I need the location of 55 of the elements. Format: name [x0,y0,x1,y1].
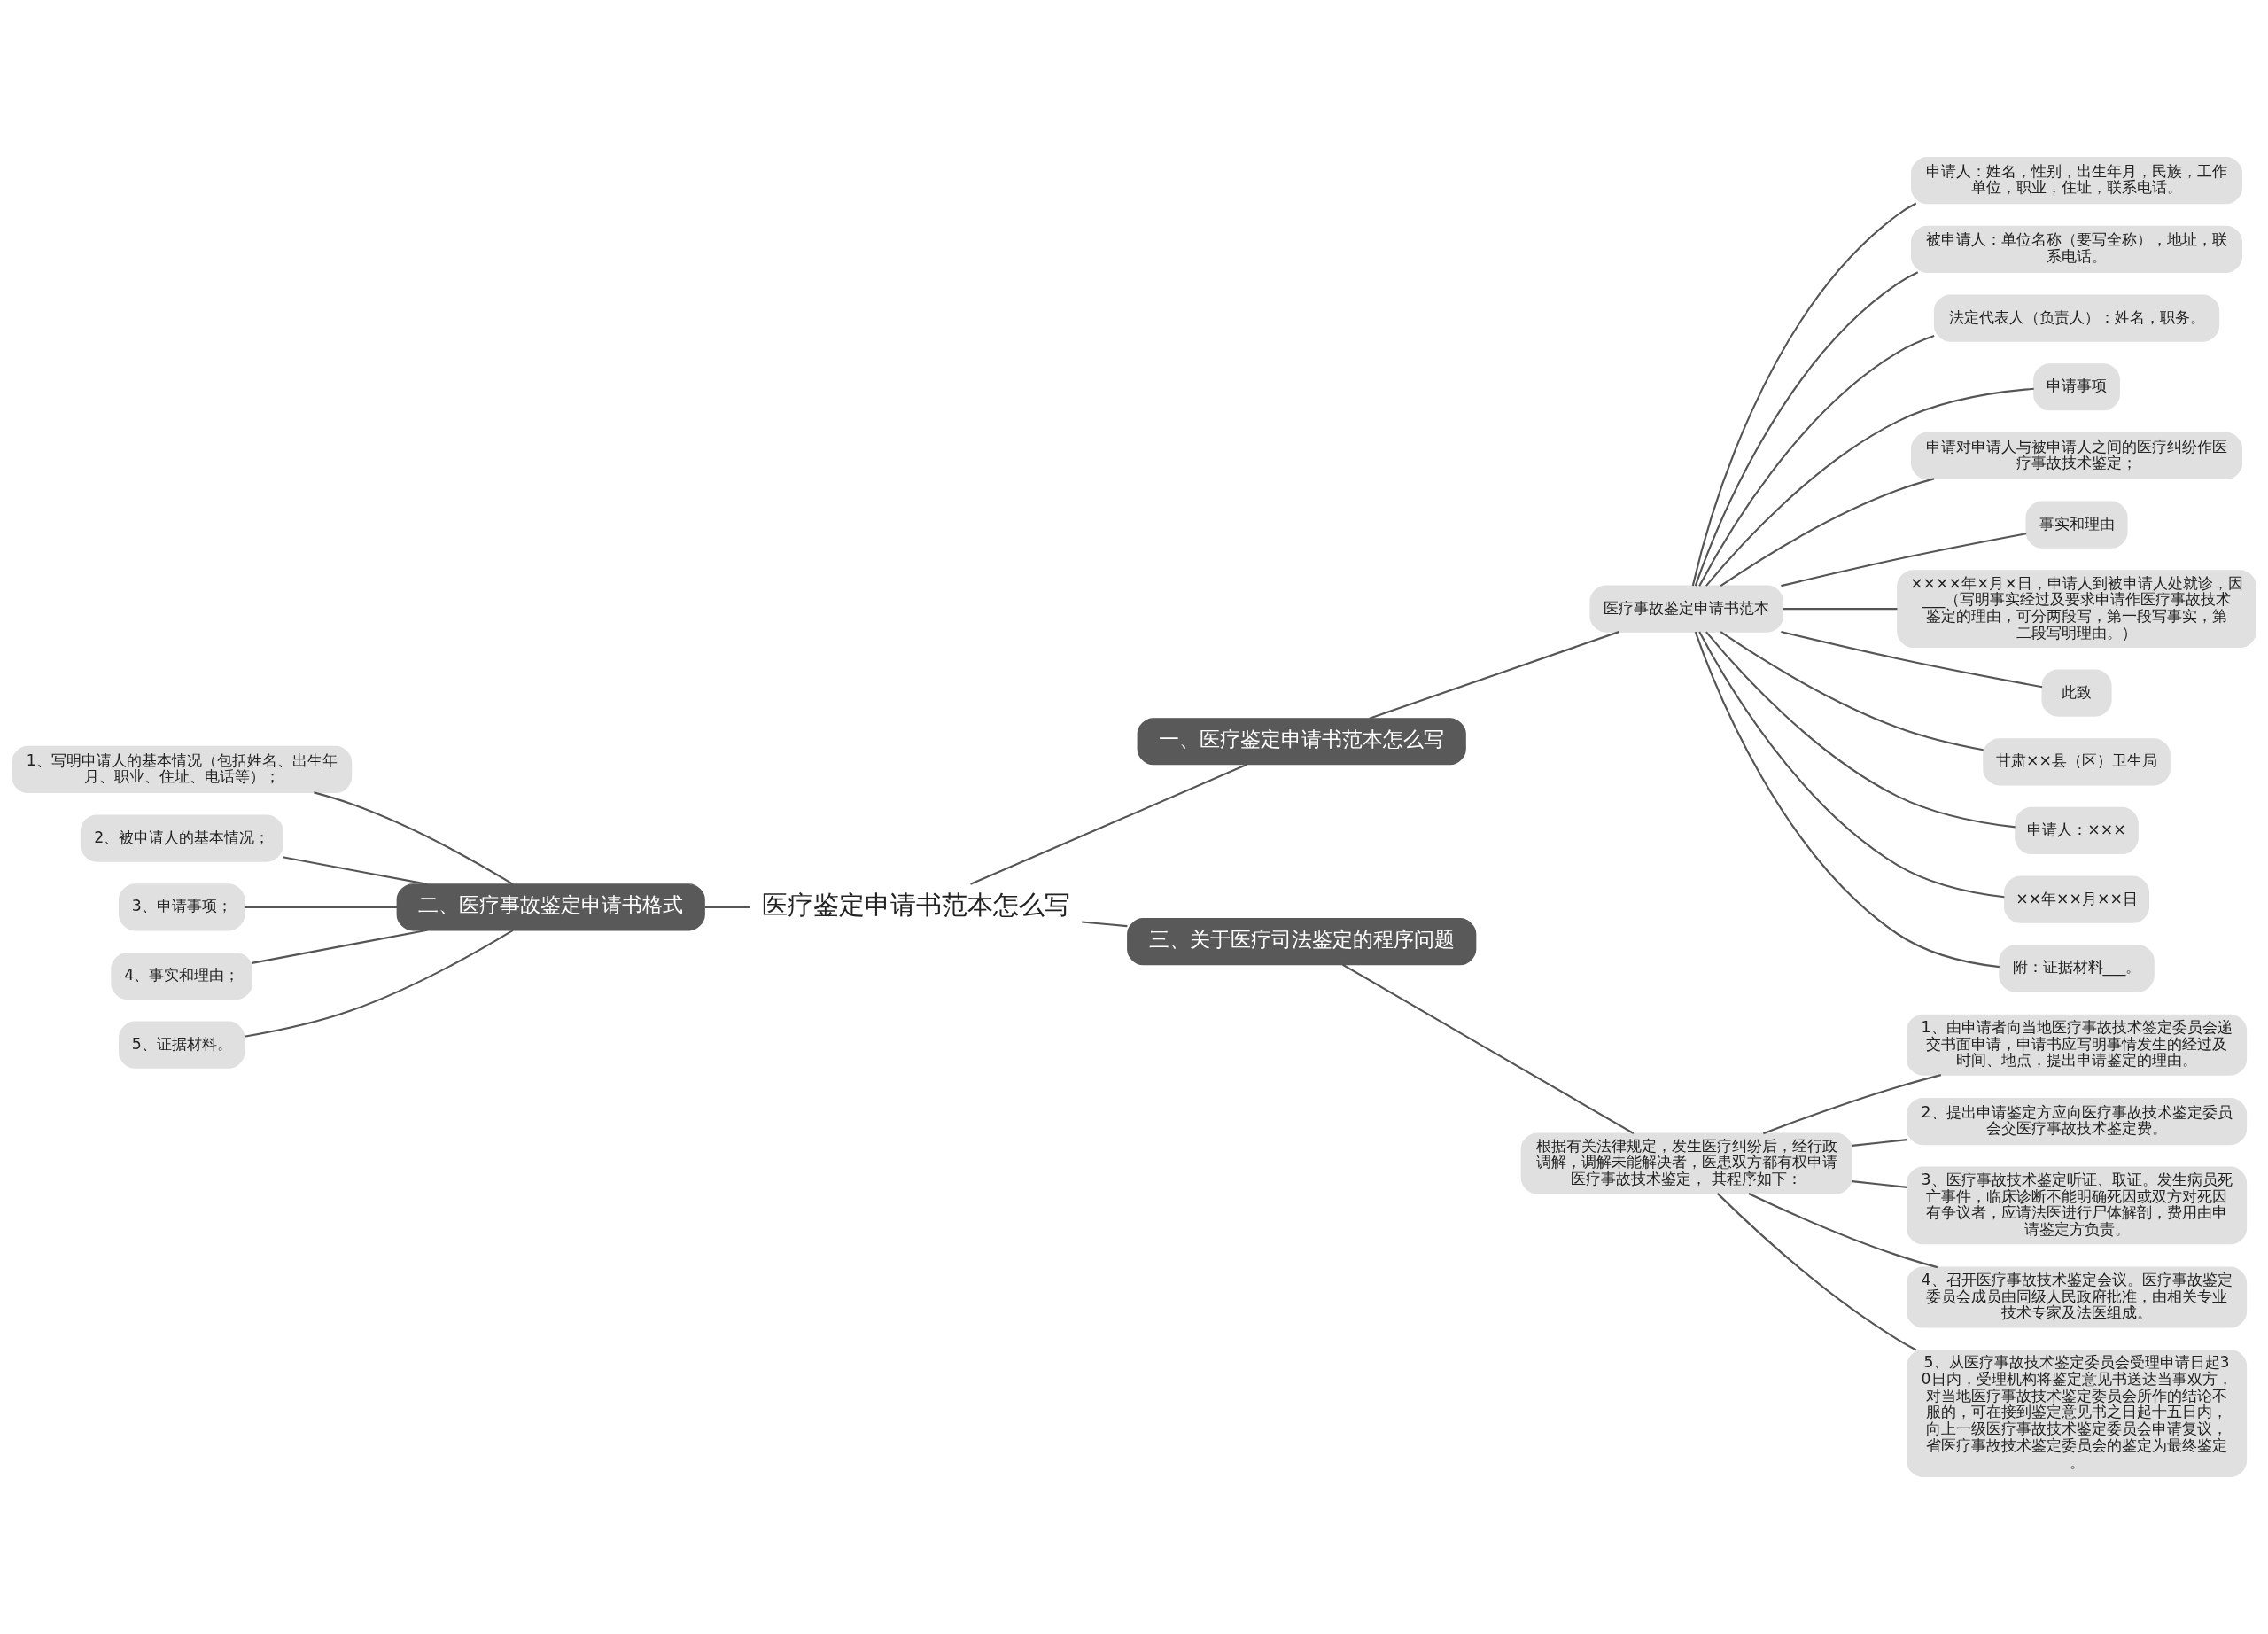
connector [1694,631,2000,969]
node-box: 法定代表人（负责人）：姓名，职务。 [1933,294,2220,342]
connector [244,929,514,1038]
node-box: 4、召开医疗事故技术鉴定会议。医疗事故鉴定委员会成员由同级人民政府批准，由相关专业技术专家及法医组成。 [1906,1266,2248,1328]
node-box: 医疗事故鉴定申请书范本 [1589,585,1784,633]
node-box: 被申请人：单位名称（要写全称），地址，联系电话。 [1911,225,2243,273]
connector [1781,533,2027,587]
connector [1763,1074,1942,1135]
connector [252,929,428,964]
connector [1716,1193,1917,1351]
node-box: 申请人：姓名，性别，出生年月，民族，工作单位，职业，住址，联系电话。 [1911,157,2243,205]
node-box: 事实和理由 [2025,501,2128,549]
connector [1698,631,2005,899]
connector [1082,921,1128,928]
node-box: 申请对申请人与被申请人之间的医疗纠纷作医疗事故技术鉴定； [1911,432,2243,480]
node-box: 1、写明申请人的基本情况（包括姓名、出生年月、职业、住址、电话等）； [12,745,353,793]
connector [1369,631,1619,720]
node-box: ××年××月××日 [2004,875,2150,923]
node-box: 附：证据材料___。 [1999,945,2155,992]
node-box: 2、提出申请鉴定方应向医疗事故技术鉴定委员会交医疗事故技术鉴定费。 [1906,1097,2248,1146]
connector [1852,1180,1907,1188]
connector [244,906,398,908]
connector [1694,271,1919,587]
node-box: 1、由申请者向当地医疗事故技术签定委员会递交书面申请，申请书应写明事情发生的经过及时间、地点，提出申请鉴定的理由。 [1906,1014,2248,1076]
node-box: 甘肃××县（区）卫生局 [1983,738,2171,786]
node-box: 3、医疗事故技术鉴定听证、取证。发生病员死亡事件，临床诊断不能明确死因或双方对死因有争议者，应请法医进行尸体解剖，费用由申请鉴定方负责。 [1906,1166,2248,1245]
connector [704,906,750,908]
connector [1781,631,2043,689]
node-box: 3、申请事项； [118,883,245,931]
node-box: 三、关于医疗司法鉴定的程序问题 [1127,918,1477,966]
connector [1720,478,1935,587]
connector [1342,963,1635,1134]
connector [282,856,428,885]
node-text: 医疗鉴定申请书范本怎么写 [761,889,1070,920]
connector [1705,631,2016,829]
connector [1748,1193,1938,1269]
connector [1691,202,1917,587]
connector [1698,335,1935,587]
node-box: 此致 [2041,669,2112,717]
connector [1852,1139,1907,1147]
connector [970,763,1247,885]
node-box: 二、医疗事故鉴定申请书格式 [396,883,705,931]
node-box: 一、医疗鉴定申请书范本怎么写 [1137,718,1466,766]
node-box: ××××年×月×日，申请人到被申请人处就诊，因___（写明事实经过及要求申请作医疗事故技术鉴定的理由，可分两段写，第一段写事实，第二段写明理由。） [1897,570,2256,648]
node-box: 根据有关法律规定，发生医疗纠纷后，经行政调解，调解未能解决者，医患双方都有权申请医疗事故技术鉴定， 其程序如下： [1520,1132,1852,1194]
connector [1720,631,1984,751]
node-box: 2、被申请人的基本情况； [80,814,284,862]
connector [1705,387,2034,587]
node-box: 5、从医疗事故技术鉴定委员会受理申请日起30日内，受理机构将鉴定意见书送达当事双方，对当地医疗事故技术鉴定委员会所作的结论不服的，可在接到鉴定意见书之日起十五日内，向上一级医疗事故技术鉴定委员会申请复议，省医疗事故技术鉴定委员会的鉴定为最终鉴定。 [1906,1350,2248,1477]
node-box: 申请人：××× [2015,806,2139,855]
node-box: 5、证据材料。 [118,1021,245,1069]
connector [1783,608,1898,611]
node-box: 申请事项 [2033,363,2120,411]
connector [314,791,514,885]
node-box: 4、事实和理由； [111,952,253,1000]
